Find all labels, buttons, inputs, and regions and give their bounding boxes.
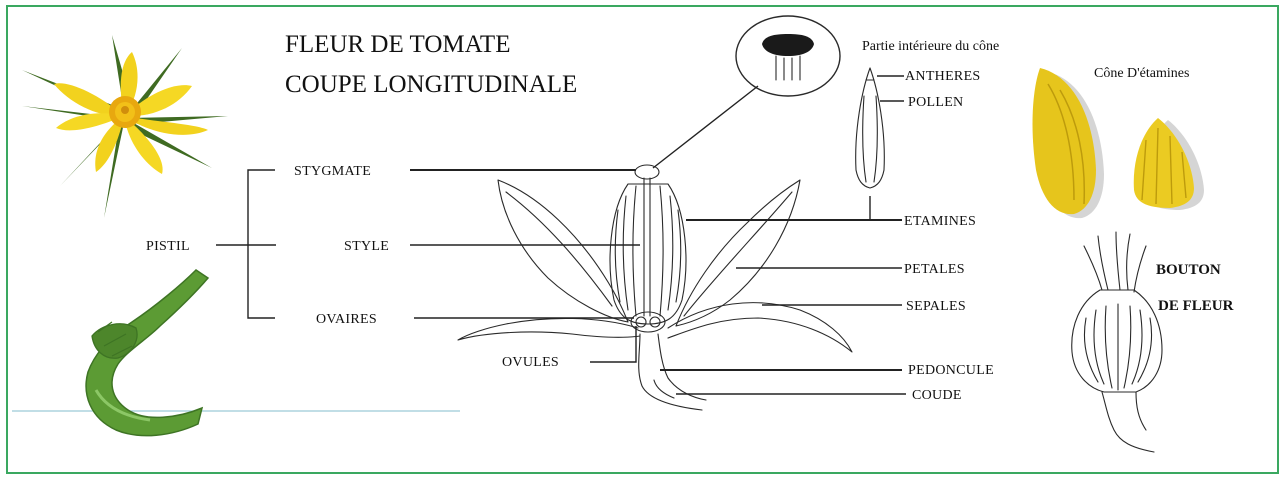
label-etamines: ETAMINES [904,214,976,229]
label-petales: PETALES [904,262,965,277]
label-style: STYLE [344,239,389,254]
label-partie-interieure: Partie intérieure du cône [862,39,999,54]
label-bouton-line-1: BOUTON [1156,262,1221,278]
label-ovules: OVULES [502,355,559,370]
title-line-1: FLEUR DE TOMATE [285,31,510,58]
label-pedoncule: PEDONCULE [908,363,994,378]
label-antheres: ANTHERES [905,69,981,84]
label-ovaires: OVAIRES [316,312,377,327]
label-stygmate: STYGMATE [294,164,371,179]
label-coude: COUDE [912,388,962,403]
label-bouton-line-2: DE FLEUR [1158,298,1234,314]
label-pollen: POLLEN [908,95,963,110]
label-cone-etamines: Cône D'étamines [1094,66,1189,81]
label-sepales: SEPALES [906,299,966,314]
label-pistil: PISTIL [146,239,190,254]
diagram-border [7,6,1278,473]
title-line-2: COUPE LONGITUDINALE [285,71,577,98]
